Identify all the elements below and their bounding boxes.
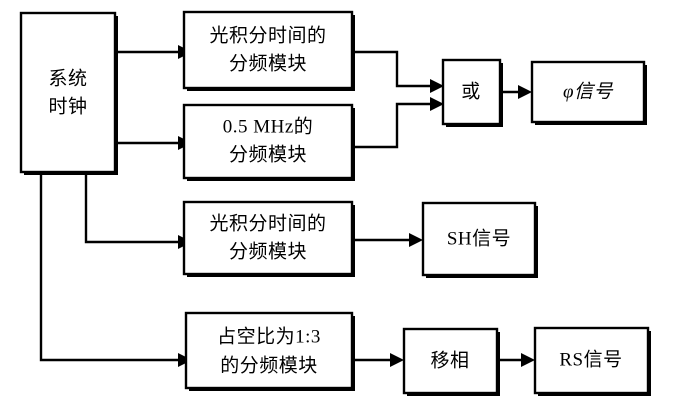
connector-mhz-divider-to-or	[352, 102, 430, 149]
integration-divider-mid-label-line2: 分频模块	[229, 240, 307, 262]
block-or-gate[interactable]: 或	[441, 58, 503, 127]
duty-divider-label-line1: 占空比为1:3	[217, 325, 321, 347]
integration-divider-top-label-line2: 分频模块	[229, 52, 307, 74]
mhz-divider-label-line2: 分频模块	[229, 143, 307, 165]
phase-shift-label: 移相	[430, 349, 469, 371]
integration-divider-top-label-line1: 光积分时间的	[209, 24, 326, 46]
integration-divider-mid-box	[182, 200, 354, 276]
duty-divider-box	[184, 311, 354, 390]
connector-clock-to-duty-divider	[39, 172, 178, 362]
phi-signal-box	[530, 60, 646, 124]
phi-signal-label: φ信号	[563, 81, 614, 102]
block-mhz-divider[interactable]: 0.5 MHz的 分频模块	[182, 103, 355, 181]
block-duty-divider[interactable]: 占空比为1:3 的分频模块	[184, 311, 355, 391]
rs-signal-label: RS信号	[559, 348, 622, 370]
block-rs-signal[interactable]: RS信号	[533, 326, 651, 396]
block-integration-divider-mid[interactable]: 光积分时间的 分频模块	[182, 200, 355, 277]
block-system-clock[interactable]: 系统 时钟	[19, 11, 118, 175]
arrowhead-or-to-phi	[518, 85, 532, 99]
arrowhead-duty-divider-to-phase-shift	[390, 353, 404, 367]
connector-clock-to-mid-divider	[84, 172, 178, 244]
phase-shift-box	[402, 327, 499, 395]
mhz-divider-box	[182, 103, 354, 180]
block-integration-divider-top[interactable]: 光积分时间的 分频模块	[182, 10, 355, 91]
duty-divider-label-line2: 的分频模块	[220, 354, 318, 376]
arrowhead-mid-divider-to-sh	[409, 233, 423, 247]
block-sh-signal[interactable]: SH信号	[421, 201, 538, 278]
or-gate-box	[441, 58, 502, 126]
system-clock-box	[19, 11, 117, 174]
arrowhead-mhz-divider-to-or	[430, 97, 444, 111]
arrowhead-phase-shift-to-rs	[521, 353, 535, 367]
connector-top-divider-to-or	[352, 50, 430, 88]
or-gate-label: 或	[461, 80, 481, 102]
system-clock-label-line2: 时钟	[48, 95, 87, 117]
mhz-divider-label-line1: 0.5 MHz的	[223, 115, 314, 137]
sh-signal-label: SH信号	[447, 227, 511, 249]
integration-divider-mid-label-line1: 光积分时间的	[209, 212, 326, 234]
block-phase-shift[interactable]: 移相	[402, 327, 500, 396]
arrowhead-top-divider-to-or	[430, 79, 444, 93]
integration-divider-top-box	[182, 10, 354, 90]
system-clock-label-line1: 系统	[48, 67, 87, 89]
sh-signal-box	[421, 201, 537, 277]
block-phi-signal[interactable]: φ信号	[530, 60, 647, 125]
rs-signal-box	[533, 326, 650, 395]
